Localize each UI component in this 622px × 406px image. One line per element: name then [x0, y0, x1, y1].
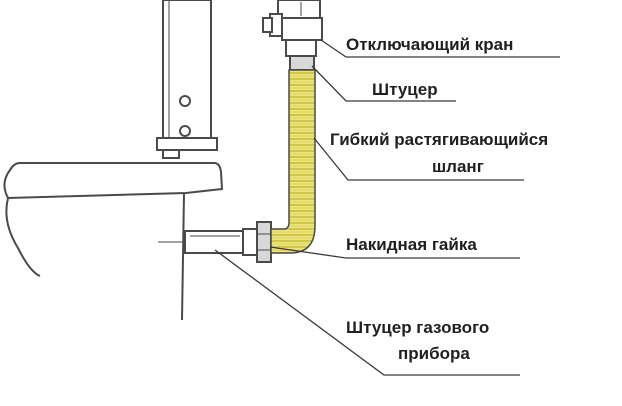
appliance-body-left: [5, 197, 41, 277]
leader-valve: [320, 39, 560, 58]
label-appliance-fitting-line2: прибора: [398, 344, 470, 363]
label-union-nut: Накидная гайка: [346, 235, 477, 254]
valve-fitting: [289, 55, 315, 71]
leader-hose: [313, 137, 524, 181]
bracket-bolt: [162, 149, 180, 159]
label-hose-line2: шланг: [432, 157, 484, 176]
flexible-hose: [270, 69, 316, 254]
union-nut: [256, 221, 272, 263]
bracket-foot: [156, 137, 218, 151]
label-appliance-fitting-line1: Штуцер газового: [346, 318, 490, 337]
leader-lines: [214, 39, 560, 376]
bracket-body: [162, 0, 212, 139]
appliance-top-plate: [3, 162, 224, 200]
leader-appliance-fitting: [214, 249, 520, 376]
leader-nut: [269, 246, 520, 259]
shutoff-valve: [262, 0, 323, 57]
appliance-fitting: [158, 228, 258, 256]
label-hose-line1: Гибкий растягивающийся: [330, 130, 549, 149]
mounting-bracket: [156, 0, 218, 159]
gas-appliance: [3, 162, 224, 321]
appliance-body-right: [181, 192, 185, 321]
bracket-hole-top: [179, 95, 191, 107]
bracket-hole-bottom: [179, 125, 191, 137]
label-fitting: Штуцер: [372, 80, 438, 99]
leader-fitting: [311, 65, 456, 102]
label-shutoff-valve: Отключающий кран: [346, 35, 514, 54]
